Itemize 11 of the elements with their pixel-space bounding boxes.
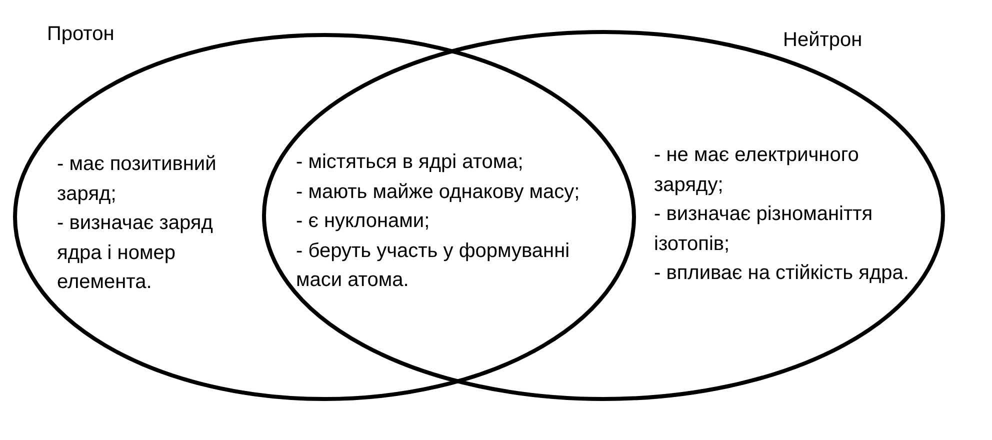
list-item: - визначає різноманіття ізотопів; [654,202,874,256]
list-item: - визначає заряд ядра і номер елемента. [57,211,214,295]
list-item: - має позитивний заряд; [57,152,218,206]
list-item: - впливає на стійкість ядра. [654,261,910,286]
set-title: Протон [47,22,114,46]
list-item: - беруть участь у формуванні маси атома. [296,238,571,293]
list-item: - містяться в ядрі атома; [296,150,524,175]
list-item: - не має електричного заряду; [654,143,860,198]
list-item: - мають майже однакову масу; [296,180,581,204]
list-item: - є нуклонами; [296,209,431,234]
set-title: Нейтрон [783,28,862,52]
